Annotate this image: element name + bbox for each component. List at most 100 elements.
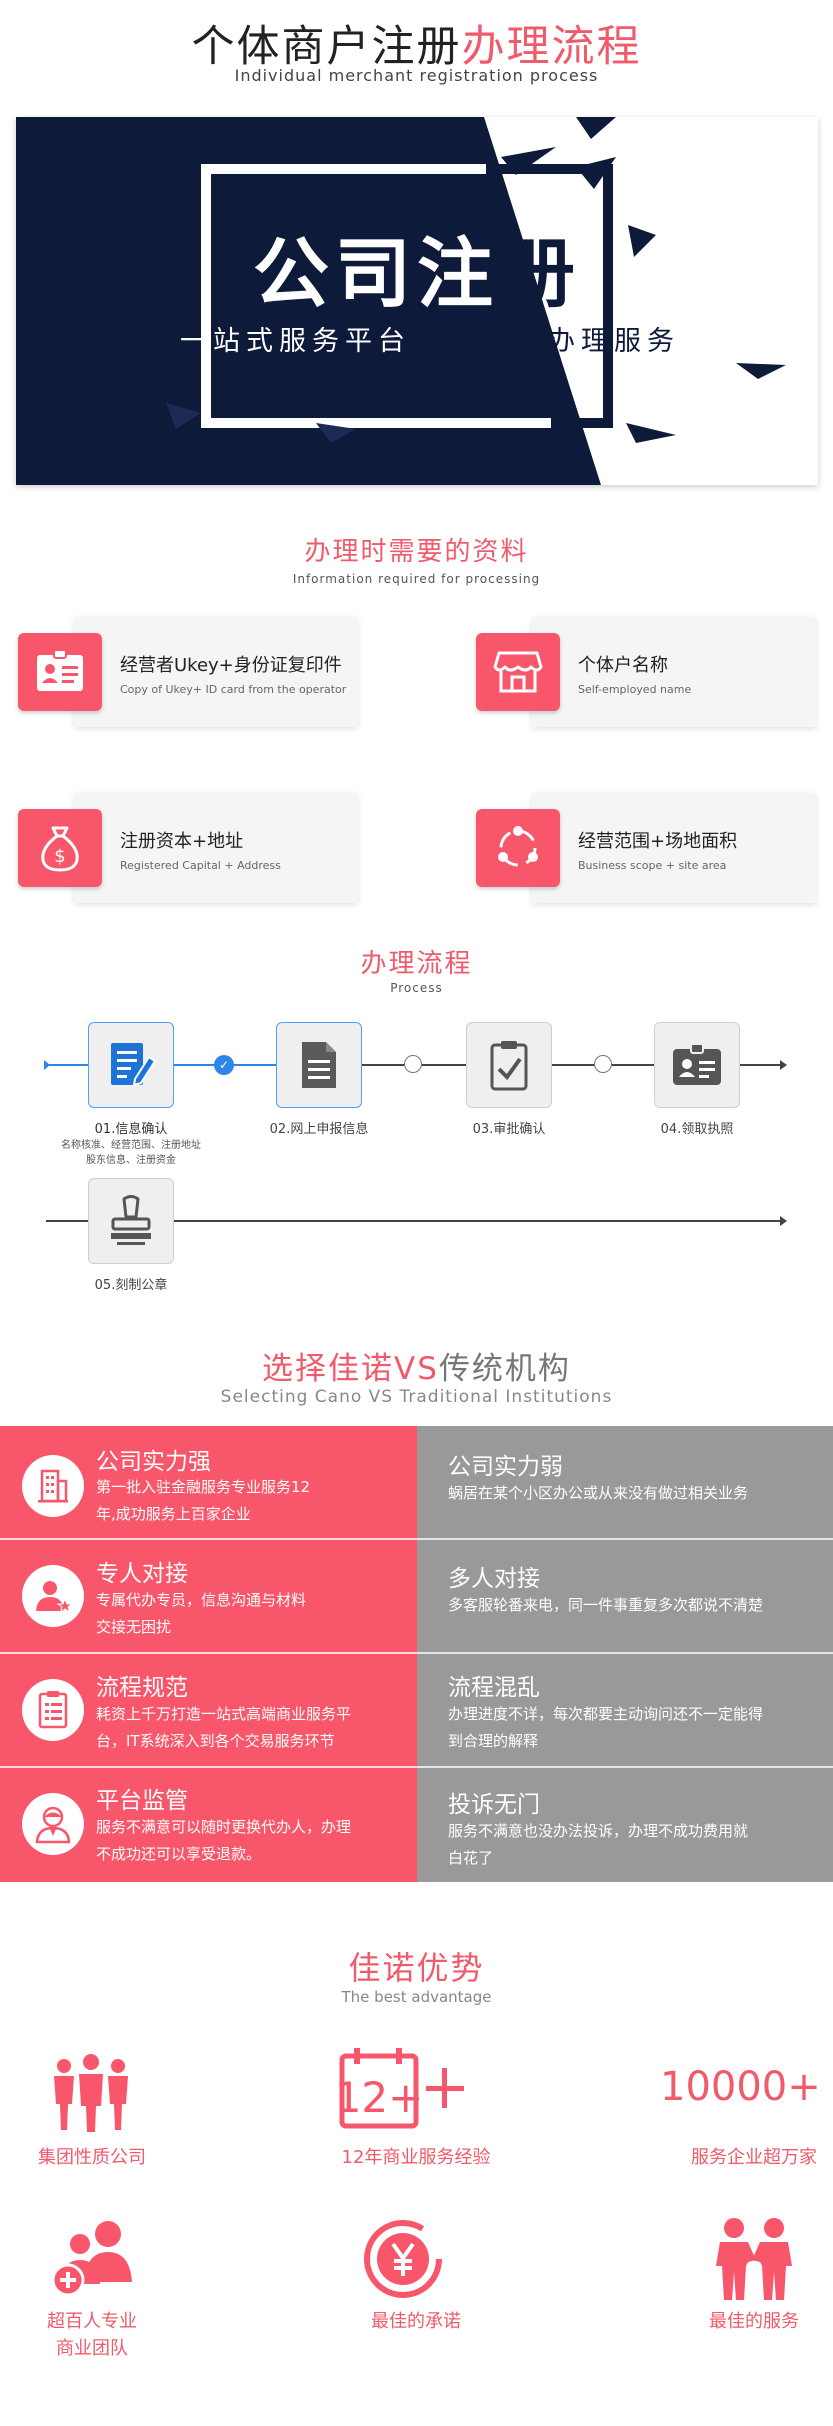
step-label: 04.领取执照 <box>660 1122 734 1137</box>
material-card-panel: 个体户名称 Self-employed name <box>532 617 816 727</box>
building-icon <box>22 1455 84 1517</box>
process-step-2 <box>276 1022 362 1108</box>
process-subtitle: Process <box>390 981 443 995</box>
advantages-title: 佳诺优势 <box>348 1949 485 1987</box>
page-title: 个体商户注册办理流程 <box>0 12 833 74</box>
page-subtitle: Individual merchant registration process <box>234 66 599 85</box>
process-title: 办理流程 <box>360 949 473 979</box>
page-title-highlight: 办理流程 <box>461 22 642 72</box>
step-label: 02.网上申报信息 <box>269 1122 369 1137</box>
material-subtitle: Copy of Ukey+ ID card from the operator <box>120 683 347 696</box>
materials-subtitle: Information required for processing <box>292 572 541 586</box>
hero-banner: 公司注册 一站式服务平台 专业办理服务 <box>16 117 818 485</box>
document-edit-icon <box>111 1043 157 1087</box>
material-card: 经营者Ukey+身份证复印件 Copy of Ukey+ ID card fro… <box>18 617 358 727</box>
banner-subtitle-left: 一站式服务平台 <box>180 326 411 357</box>
svg-text:$: $ <box>54 846 65 867</box>
compare-title-gray: 传统机构 <box>438 1351 571 1387</box>
money-bag-icon: $ <box>18 809 102 887</box>
timeline-dot <box>594 1055 612 1073</box>
checklist-icon <box>22 1679 84 1741</box>
compare-right-desc: 办理进度不详，每次都要主动询问还不一定能得 <box>448 1705 764 1723</box>
calendar-12-icon: 12+ <box>335 2046 468 2134</box>
banner-title-dark: 册 <box>499 229 581 318</box>
approval-clipboard-icon <box>490 1041 528 1091</box>
handshake-people-icon <box>708 2216 800 2306</box>
compare-subtitle: Selecting Cano VS Traditional Institutio… <box>220 1387 613 1407</box>
banner-title: 公司注册 <box>16 212 818 322</box>
document-icon <box>302 1042 336 1088</box>
compare-left-title: 专人对接 <box>96 1561 188 1587</box>
compare-left-desc: 年,成功服务上百家企业 <box>96 1505 251 1523</box>
banner-subtitle-right: 专业办理服务 <box>482 326 680 357</box>
compare-divider <box>0 1766 833 1768</box>
step-label: 01.信息确认 <box>94 1122 168 1137</box>
advantage-big-number: 10000+ <box>660 2064 821 2110</box>
advantages-subtitle: The best advantage <box>341 1988 492 2006</box>
step-note: 股东信息、注册资金 <box>86 1155 176 1166</box>
material-title: 经营者Ukey+身份证复印件 <box>120 655 342 676</box>
compare-right-desc: 到合理的解释 <box>448 1732 539 1750</box>
compare-title: 选择佳诺VS传统机构 <box>0 1343 833 1388</box>
compare-right-title: 流程混乱 <box>448 1675 540 1701</box>
material-subtitle: Business scope + site area <box>578 859 727 872</box>
page-title-main: 个体商户注册 <box>191 22 462 72</box>
team-add-icon <box>48 2218 140 2302</box>
compare-right-desc: 白花了 <box>448 1849 494 1867</box>
process-step-4 <box>654 1022 740 1108</box>
material-card: 经营范围+场地面积 Business scope + site area <box>476 793 816 903</box>
compare-divider <box>0 1652 833 1654</box>
license-card-icon <box>673 1043 721 1085</box>
material-title: 注册资本+地址 <box>120 831 244 852</box>
material-title: 个体户名称 <box>578 655 668 676</box>
compare-right-desc: 服务不满意也没办法投诉，办理不成功费用就 <box>448 1822 749 1840</box>
timeline-end-arrow <box>780 1060 787 1070</box>
banner-background <box>16 117 818 485</box>
materials-title: 办理时需要的资料 <box>304 537 529 567</box>
compare-right-desc: 蜗居在某个小区办公或从来没有做过相关业务 <box>448 1484 749 1502</box>
compare-left-desc: 第一批入驻金融服务专业服务12 <box>96 1478 311 1496</box>
compare-right-panel <box>417 1426 833 1882</box>
shop-icon <box>476 633 560 711</box>
banner-title-white: 公司注 <box>253 229 499 318</box>
step-complete-check-icon: ✓ <box>214 1055 234 1075</box>
advantage-label: 集团性质公司 <box>38 2147 146 2168</box>
compare-left-desc: 专属代办专员，信息沟通与材料 <box>96 1591 307 1609</box>
network-icon <box>476 809 560 887</box>
material-card-panel: 经营范围+场地面积 Business scope + site area <box>532 793 816 903</box>
material-card-panel: 注册资本+地址 Registered Capital + Address <box>74 793 358 903</box>
user-star-icon <box>22 1565 84 1627</box>
compare-left-title: 流程规范 <box>96 1675 188 1701</box>
supervisor-icon <box>22 1793 84 1855</box>
step-note: 名称核准、经营范围、注册地址 <box>61 1140 201 1151</box>
step-label: 03.审批确认 <box>472 1122 546 1137</box>
advantage-label: 超百人专业 <box>47 2311 137 2332</box>
material-card: 个体户名称 Self-employed name <box>476 617 816 727</box>
process-step-3 <box>466 1022 552 1108</box>
advantage-label: 服务企业超万家 <box>691 2147 817 2168</box>
id-card-icon <box>18 633 102 711</box>
group-people-icon <box>48 2052 134 2136</box>
compare-left-desc: 耗资上千万打造一站式高端商业服务平 <box>96 1705 352 1723</box>
timeline-dot <box>404 1055 422 1073</box>
advantage-big-text: 12+ <box>338 2073 423 2122</box>
material-subtitle: Registered Capital + Address <box>120 859 281 872</box>
compare-title-red: 选择佳诺VS <box>262 1351 439 1387</box>
compare-left-desc: 交接无困扰 <box>96 1618 172 1636</box>
advantage-label: 12年商业服务经验 <box>341 2147 491 2168</box>
compare-left-title: 公司实力强 <box>96 1449 211 1475</box>
compare-left-desc: 台，IT系统深入到各个交易服务环节 <box>96 1732 335 1750</box>
compare-right-desc: 多客服轮番来电，同一件事重复多次都说不清楚 <box>448 1596 764 1614</box>
compare-left-desc: 服务不满意可以随时更换代办人，办理 <box>96 1818 352 1836</box>
compare-right-title: 公司实力弱 <box>448 1454 563 1480</box>
advantage-label: 最佳的承诺 <box>371 2311 461 2332</box>
material-title: 经营范围+场地面积 <box>578 831 738 852</box>
stamp-icon <box>111 1195 151 1245</box>
process-step-1 <box>88 1022 174 1108</box>
material-subtitle: Self-employed name <box>578 683 692 696</box>
process-step-5 <box>88 1178 174 1264</box>
compare-divider <box>0 1538 833 1540</box>
compare-left-desc: 不成功还可以享受退款。 <box>96 1845 262 1863</box>
step-label: 05.刻制公章 <box>94 1278 168 1293</box>
material-card: $ 注册资本+地址 Registered Capital + Address <box>18 793 358 903</box>
